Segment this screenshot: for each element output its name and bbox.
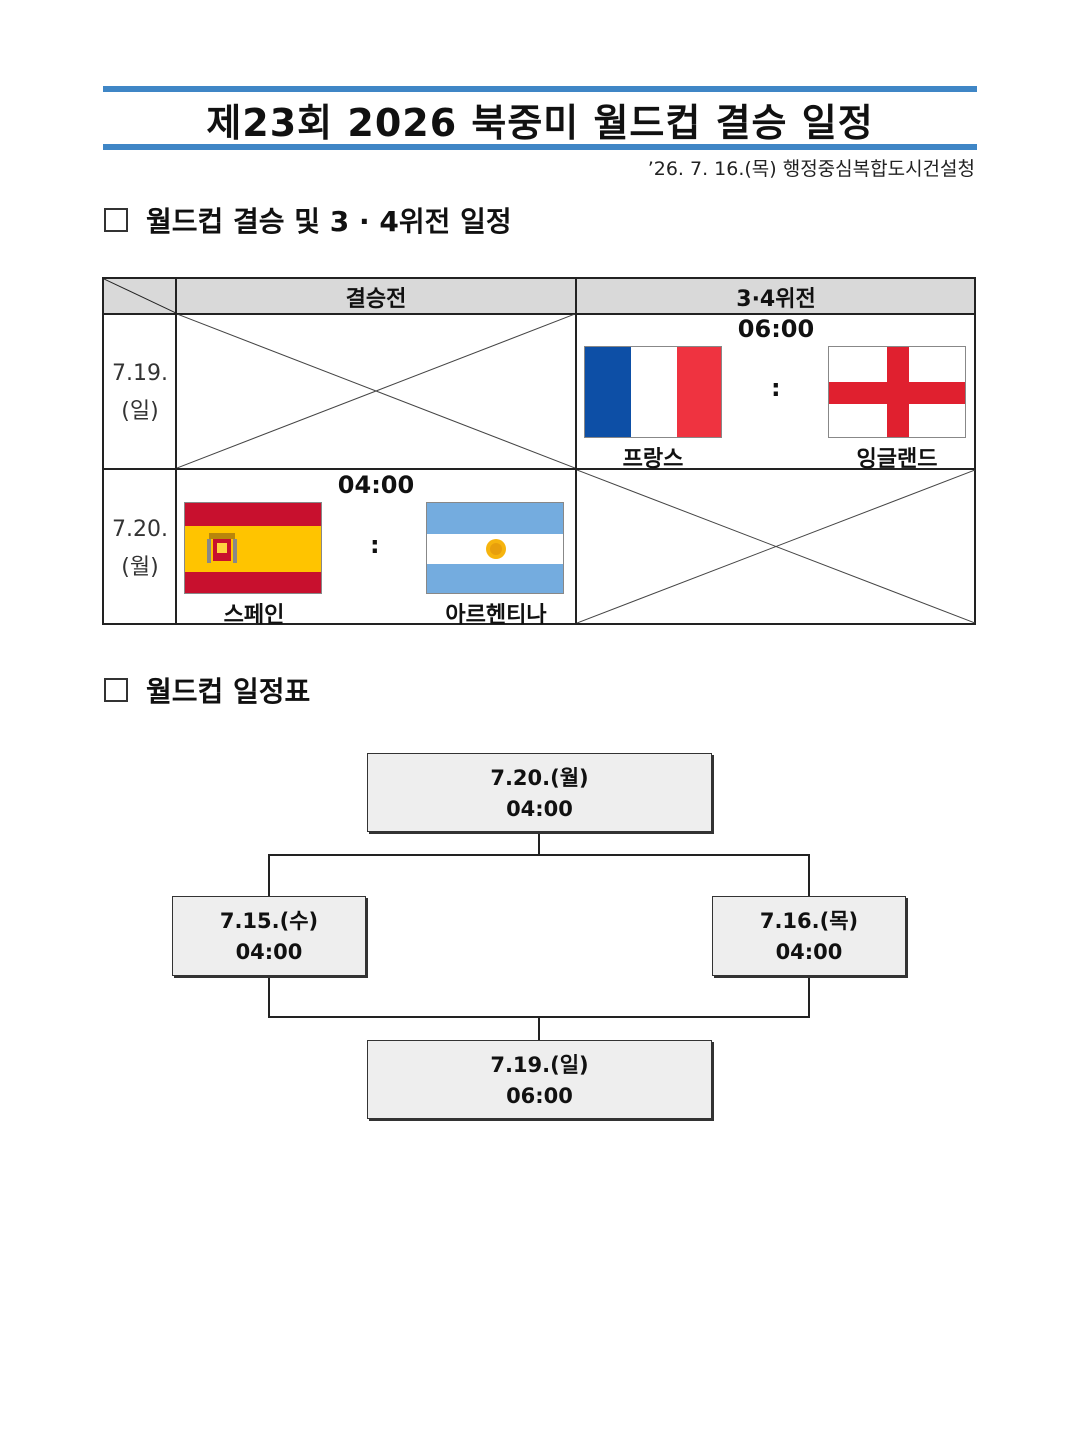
- bracket-final-box: 7.20.(월) 04:00: [367, 753, 712, 832]
- page-title: 제23회 2026 북중미 월드컵 결승 일정: [206, 101, 874, 145]
- row-day: (일): [121, 399, 159, 424]
- match-separator: :: [771, 374, 781, 402]
- spain-flag-icon: [184, 502, 322, 594]
- bracket-date: 7.19.(일): [490, 1053, 589, 1077]
- bracket-date: 7.20.(월): [490, 766, 589, 790]
- column-divider-date: [175, 279, 177, 623]
- bracket-date: 7.16.(목): [759, 909, 859, 933]
- row-date: 7.20.: [112, 517, 168, 542]
- header-corner-diagonal: [104, 279, 176, 313]
- section-heading-bracket: 월드컵 일정표: [104, 670, 310, 710]
- section-heading-text: 월드컵 일정표: [146, 675, 311, 708]
- bracket-connector: [268, 978, 270, 1018]
- bracket-connector: [538, 1016, 540, 1040]
- bracket-connector: [808, 978, 810, 1018]
- row-date-7-19: 7.19. (일): [104, 355, 176, 431]
- bracket-third-place-box: 7.19.(일) 06:00: [367, 1040, 712, 1119]
- france-flag-icon: [584, 346, 722, 438]
- empty-cell-cross: [177, 314, 575, 468]
- bracket-semi-right-box: 7.16.(목) 04:00: [712, 896, 906, 976]
- table-header-row: [104, 279, 974, 315]
- team-name-england: 잉글랜드: [856, 447, 938, 472]
- bracket-time: 06:00: [506, 1084, 573, 1108]
- bracket-connector: [538, 834, 540, 856]
- schedule-table: 결승전 3·4위전 7.19. (일) 06:00 : 프랑스 잉글랜드 7.2…: [102, 277, 976, 628]
- bracket-time: 04:00: [506, 797, 573, 821]
- section-heading-text: 월드컵 결승 및 3 · 4위전 일정: [146, 205, 512, 238]
- checkbox-icon: [104, 208, 128, 232]
- row-divider: [104, 468, 974, 470]
- row-day: (월): [121, 555, 159, 580]
- bracket-connector: [808, 854, 810, 896]
- bracket-date: 7.15.(수): [219, 909, 319, 933]
- dateline: ’26. 7. 16.(목) 행정중심복합도시건설청: [647, 158, 975, 180]
- bracket-time: 04:00: [235, 940, 303, 964]
- team-name-france: 프랑스: [622, 447, 684, 472]
- match-separator: :: [370, 531, 380, 559]
- team-name-spain: 스페인: [223, 603, 285, 628]
- checkbox-icon: [104, 678, 128, 702]
- empty-cell-cross: [577, 470, 975, 623]
- section-heading-schedule: 월드컵 결승 및 3 · 4위전 일정: [104, 200, 512, 240]
- title-bottom-rule: [103, 144, 977, 150]
- match-time-final: 04:00: [337, 471, 415, 499]
- column-header-third-place: 3·4위전: [736, 287, 816, 312]
- england-flag-icon: [828, 346, 966, 438]
- argentina-flag-icon: [426, 502, 564, 594]
- bracket-connector: [268, 854, 270, 896]
- title-top-rule: [103, 86, 977, 92]
- match-time-third-place: 06:00: [737, 315, 815, 343]
- row-date-7-20: 7.20. (월): [104, 511, 176, 587]
- bracket-semi-left-box: 7.15.(수) 04:00: [172, 896, 366, 976]
- column-header-final: 결승전: [345, 287, 407, 312]
- team-name-argentina: 아르헨티나: [445, 603, 547, 628]
- bracket-time: 04:00: [775, 940, 843, 964]
- column-divider-matches: [575, 279, 577, 623]
- row-date: 7.19.: [112, 361, 168, 386]
- bracket-connector: [268, 854, 810, 856]
